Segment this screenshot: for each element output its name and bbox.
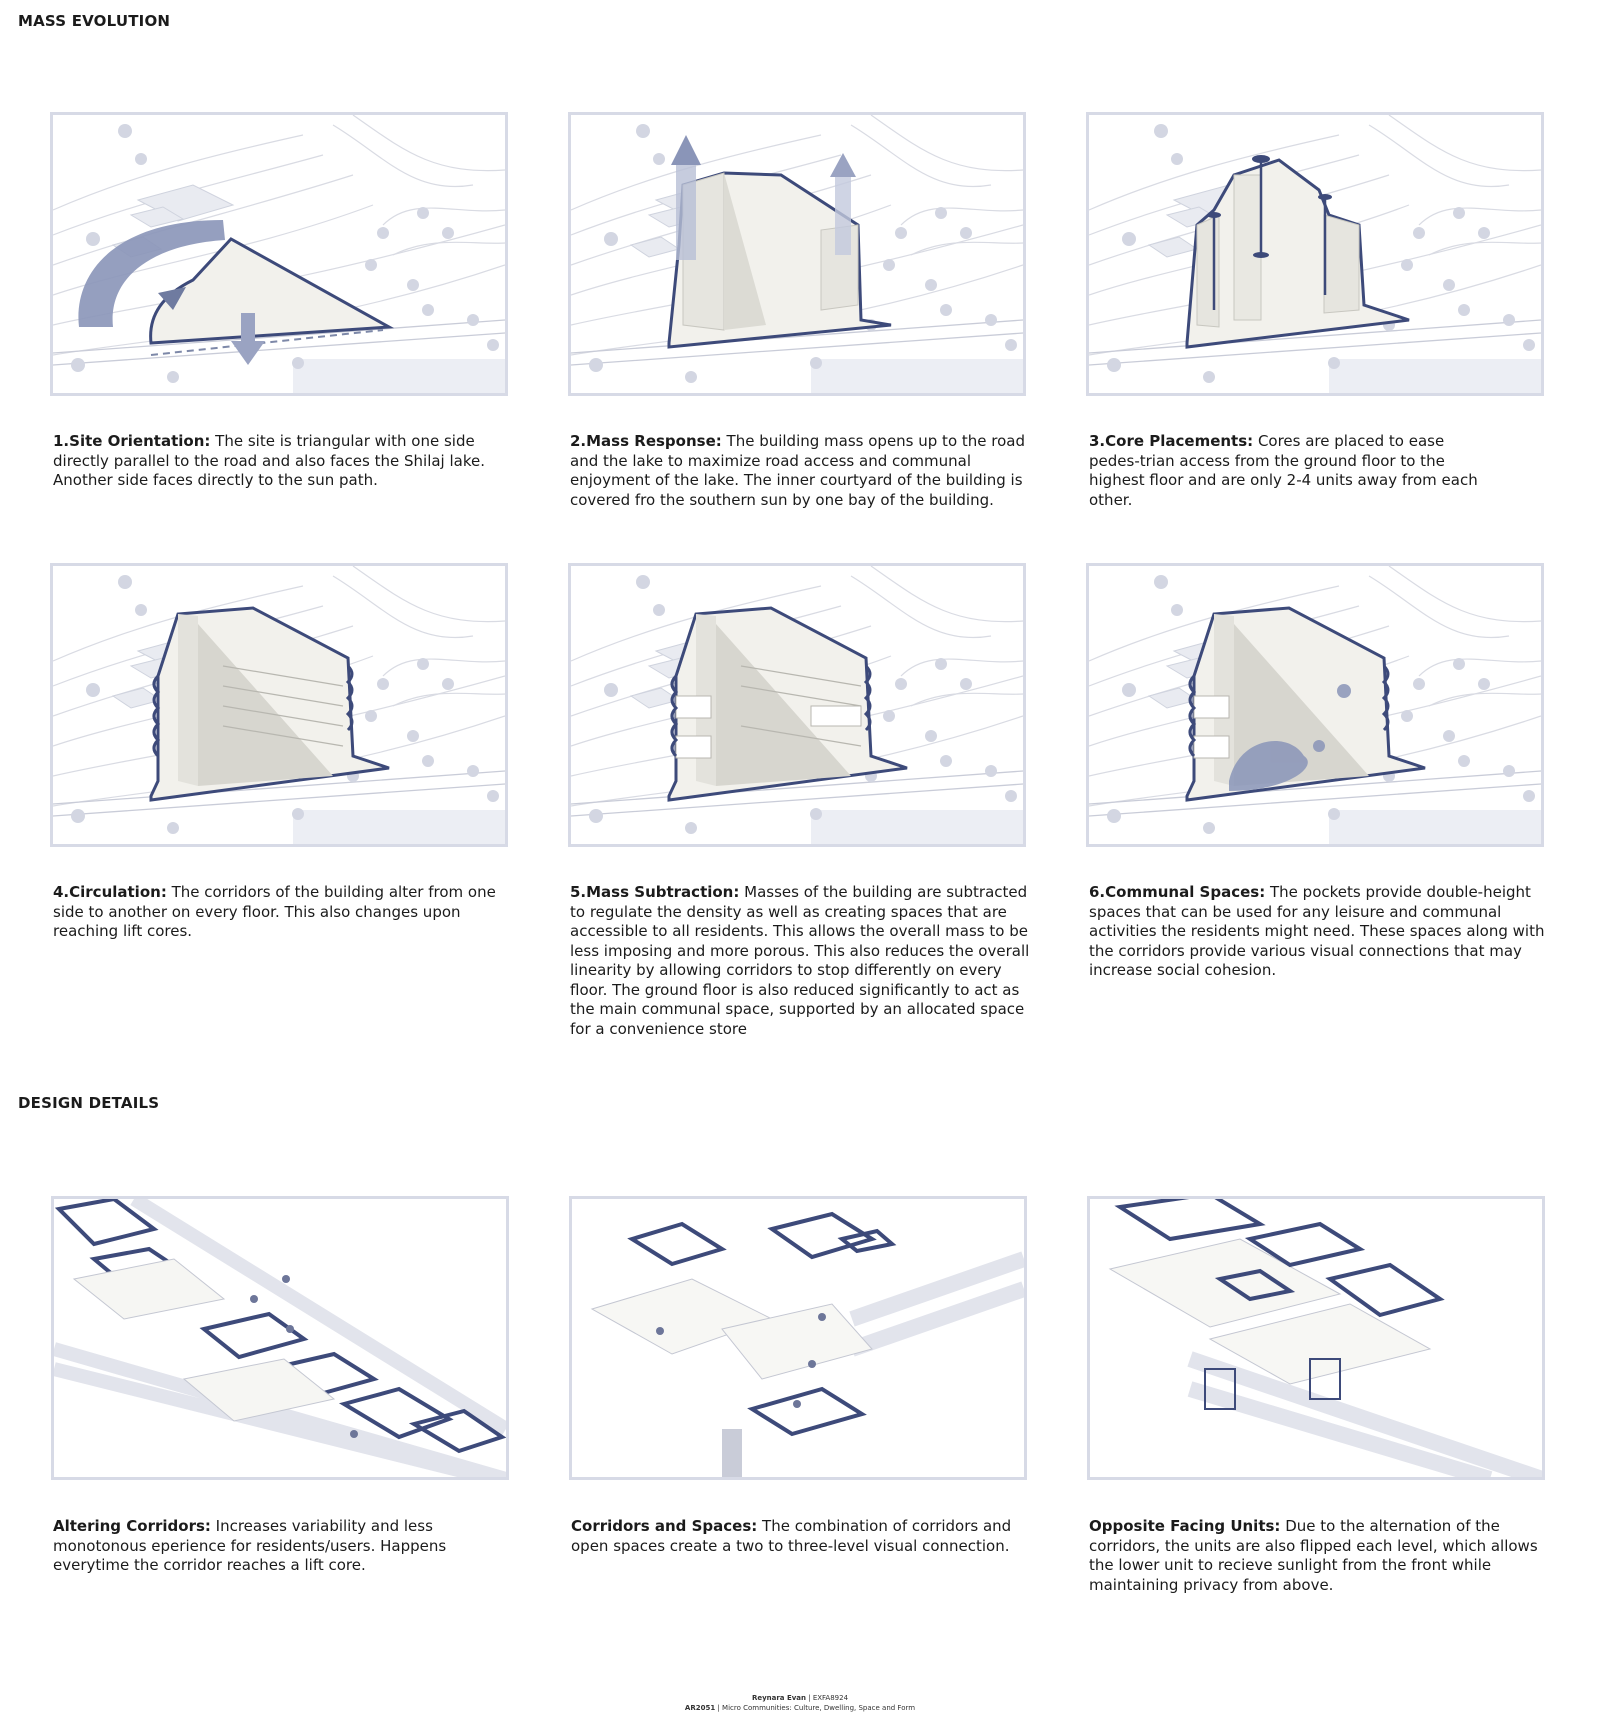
footer-credit: Reynara Evan | EXFA8924 AR2051 | Micro C… [684, 1694, 916, 1712]
student-id: EXFA8924 [812, 1694, 849, 1702]
caption-mass-response: 2.Mass Response: The building mass opens… [570, 432, 1026, 509]
core-placements-diagram [1086, 112, 1544, 396]
author-name: Reynara Evan [751, 1694, 807, 1702]
mass-subtraction-diagram [568, 563, 1026, 847]
mass-evolution-heading: MASS EVOLUTION [18, 12, 171, 30]
course-name: Micro Communities: Culture, Dwelling, Sp… [722, 1704, 916, 1712]
mass-response-diagram [568, 112, 1026, 396]
caption-core-placements: 3.Core Placements: Cores are placed to e… [1089, 432, 1478, 509]
caption-opposite-facing-units: Opposite Facing Units: Due to the altern… [1089, 1517, 1538, 1594]
caption-corridors-and-spaces: Corridors and Spaces: The combination of… [571, 1517, 1012, 1555]
caption-mass-subtraction: 5.Mass Subtraction: Masses of the buildi… [570, 883, 1030, 1038]
communal-spaces-diagram [1086, 563, 1544, 847]
caption-circulation: 4.Circulation: The corridors of the buil… [53, 883, 496, 940]
site-orientation-diagram [50, 112, 508, 396]
course-code: AR2051 [684, 1704, 716, 1712]
design-details-heading: DESIGN DETAILS [18, 1094, 160, 1112]
opposite-facing-units-drawing [1087, 1196, 1545, 1480]
caption-altering-corridors: Altering Corridors: Increases variabilit… [53, 1517, 447, 1574]
caption-communal-spaces: 6.Communal Spaces: The pockets provide d… [1089, 883, 1545, 979]
caption-site-orientation: 1.Site Orientation: The site is triangul… [53, 432, 485, 489]
corridors-and-spaces-drawing [569, 1196, 1027, 1480]
circulation-diagram [50, 563, 508, 847]
altering-corridors-drawing [51, 1196, 509, 1480]
